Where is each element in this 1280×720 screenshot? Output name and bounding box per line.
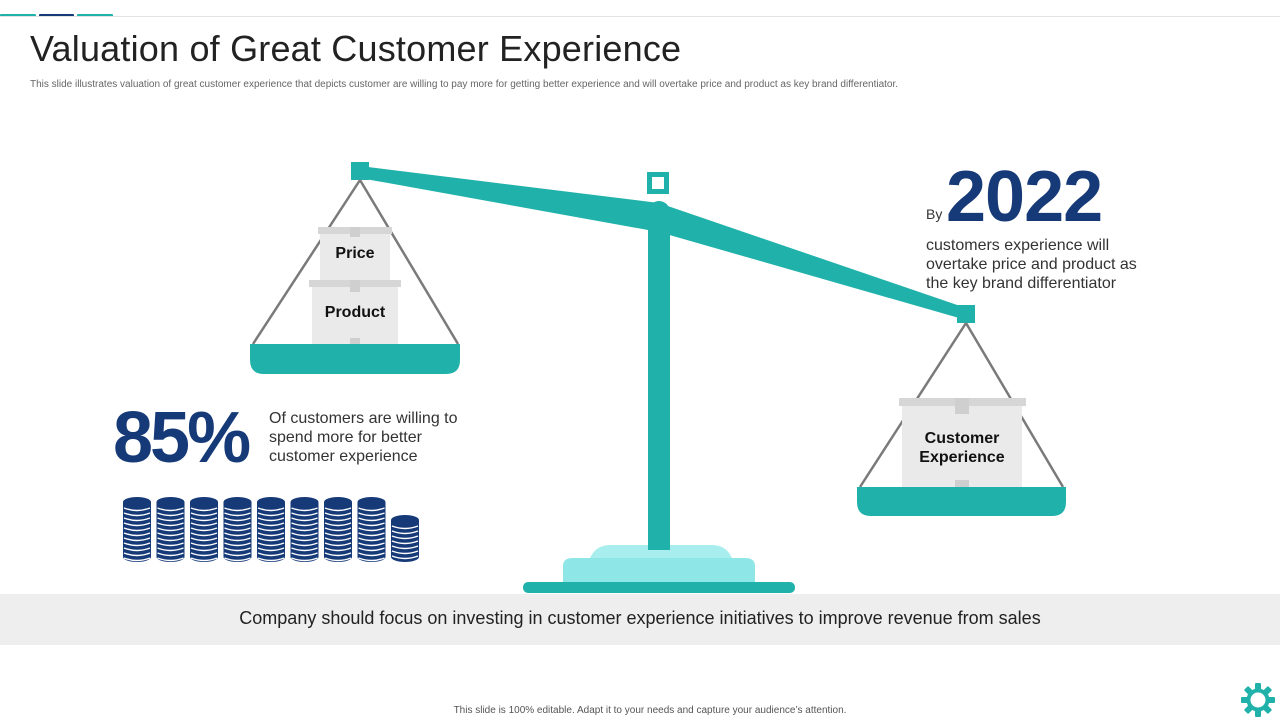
year-description: customers experience will overtake price… bbox=[926, 237, 1137, 292]
price-box-tape bbox=[350, 227, 360, 237]
footer-note: This slide is 100% editable. Adapt it to… bbox=[453, 705, 847, 716]
price-box bbox=[320, 232, 390, 282]
coin-stack-icon bbox=[190, 497, 218, 562]
coin-stack-icon bbox=[156, 497, 185, 562]
scale-base-plate bbox=[523, 582, 795, 593]
coin-stack-icon bbox=[123, 497, 151, 562]
left-pan-hook bbox=[351, 162, 369, 180]
year-prefix: By bbox=[926, 206, 943, 222]
coin-stack-icon bbox=[290, 497, 319, 562]
customer-experience-label: Customer Experience bbox=[897, 429, 1027, 467]
left-pan bbox=[250, 344, 460, 374]
coin-stack-icon bbox=[391, 515, 419, 562]
conclusion-banner bbox=[0, 594, 1280, 645]
scale-pillar bbox=[648, 210, 670, 550]
coin-stack-icon bbox=[223, 497, 252, 562]
slide-subtitle: This slide illustrates valuation of grea… bbox=[30, 79, 899, 90]
header-divider bbox=[0, 16, 1280, 17]
gear-icon[interactable] bbox=[1240, 682, 1276, 718]
conclusion-banner-text: Company should focus on investing in cus… bbox=[239, 608, 1041, 628]
accent-bar-teal bbox=[0, 14, 36, 17]
product-label: Product bbox=[324, 304, 386, 321]
customer-experience-box-tape bbox=[955, 398, 969, 414]
percent-description: Of customers are willing to spend more f… bbox=[269, 410, 458, 465]
coin-stack-icon bbox=[257, 497, 285, 562]
coin-stack-icon bbox=[324, 497, 352, 562]
right-pan bbox=[857, 487, 1066, 516]
left-pan-string-left bbox=[251, 179, 362, 345]
customer-experience-box bbox=[902, 404, 1022, 487]
price-label: Price bbox=[335, 245, 375, 262]
product-box-tape-bottom bbox=[350, 338, 360, 344]
percent-value: 85% bbox=[113, 398, 251, 478]
product-box-tape bbox=[350, 280, 360, 292]
scale-top-marker-inner bbox=[652, 177, 664, 189]
customer-experience-label-line1: Customer bbox=[924, 430, 1000, 447]
scale-base-step bbox=[563, 558, 755, 582]
customer-experience-label-line2: Experience bbox=[919, 449, 1005, 466]
accent-bar-teal-2 bbox=[77, 14, 113, 17]
balance-scale-illustration bbox=[123, 162, 1066, 593]
scale-base-dome bbox=[590, 545, 732, 558]
coin-stacks bbox=[123, 497, 419, 562]
product-box bbox=[312, 286, 398, 344]
year-value: 2022 bbox=[946, 157, 1103, 237]
slide-title: Valuation of Great Customer Experience bbox=[30, 28, 682, 69]
customer-experience-box-tape-bottom bbox=[955, 480, 969, 487]
coin-stack-icon bbox=[357, 497, 386, 562]
scale-beam bbox=[360, 166, 966, 320]
accent-bar-navy bbox=[39, 14, 74, 17]
left-pan-string-right bbox=[358, 179, 460, 345]
right-pan-hook bbox=[957, 305, 975, 323]
